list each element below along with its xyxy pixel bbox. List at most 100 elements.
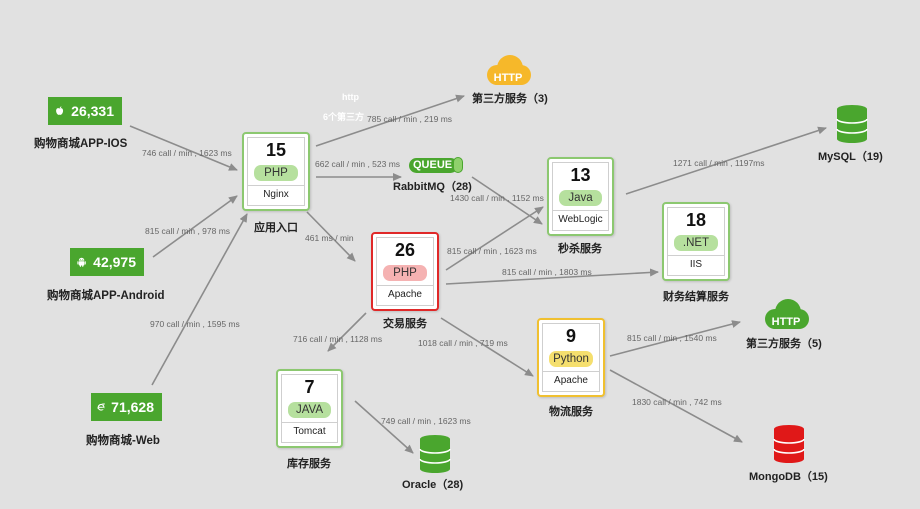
- edge-seckill-mysql[interactable]: [625, 126, 827, 195]
- divider: [281, 422, 338, 423]
- service-server: Nginx: [263, 189, 289, 200]
- client-ios-label: 购物商城APP-IOS: [34, 138, 128, 150]
- edge-label: 1271 call / min , 1197ms: [673, 158, 765, 168]
- service-node-frame: [247, 137, 305, 206]
- edge-label: 461 ms / min: [305, 233, 354, 243]
- edge-label: 815 call / min , 1623 ms: [447, 246, 537, 256]
- service-count: 18: [685, 210, 707, 230]
- service-count: 9: [565, 326, 576, 346]
- client-web-label: 购物商城-Web: [86, 435, 160, 447]
- service-server: Tomcat: [293, 426, 326, 437]
- edge-label: 815 call / min , 978 ms: [145, 226, 230, 236]
- client-web-value: 71,628: [111, 399, 154, 415]
- client-android-label: 购物商城APP-Android: [47, 290, 165, 302]
- service-node-trade[interactable]: 26 PHP Apache: [371, 232, 439, 311]
- http-badge-text: HTTP: [494, 72, 523, 84]
- service-label-trade: 交易服务: [383, 318, 427, 330]
- edge-logistics-mongo[interactable]: [609, 369, 743, 443]
- service-node-logistics[interactable]: 9 Python Apache: [537, 318, 605, 397]
- edge-trade-finance[interactable]: [445, 268, 659, 285]
- service-language: PHP: [254, 165, 298, 181]
- http-cloud-icon: HTTP: [765, 299, 809, 329]
- queue-icon[interactable]: QUEUE: [409, 158, 459, 173]
- edge-label: 749 call / min , 1623 ms: [381, 416, 471, 426]
- edge-label: 1430 call / min , 1152 ms: [450, 193, 544, 203]
- edge-android-entry[interactable]: [152, 195, 238, 258]
- database-icon: [836, 105, 868, 143]
- client-android-badge[interactable]: 42,975: [70, 248, 144, 276]
- external-http-1[interactable]: HTTP: [484, 54, 532, 93]
- service-server: Apache: [388, 289, 422, 300]
- service-node-frame: [542, 323, 600, 392]
- service-node-frame: [552, 162, 609, 231]
- divider: [552, 210, 609, 211]
- service-count: 7: [304, 377, 315, 397]
- external-mongodb-label: MongoDB（15): [749, 471, 828, 483]
- http-cloud-icon: HTTP: [487, 55, 531, 85]
- database-icon: [773, 425, 805, 463]
- external-http-2[interactable]: HTTP: [762, 298, 810, 337]
- service-count: 15: [265, 140, 287, 160]
- edge-web-entry[interactable]: [151, 213, 248, 386]
- external-mongodb[interactable]: [773, 424, 805, 469]
- service-language: .NET: [674, 235, 718, 251]
- external-mysql-label: MySQL（19): [818, 151, 883, 163]
- service-label-finance: 财务结算服务: [663, 291, 729, 303]
- service-server: WebLogic: [558, 214, 603, 225]
- client-android-value: 42,975: [93, 254, 136, 270]
- external-mysql[interactable]: [836, 104, 868, 149]
- android-icon: [77, 257, 86, 267]
- divider: [542, 371, 600, 372]
- client-ios-badge[interactable]: 26,331: [48, 97, 122, 125]
- external-http-2-label: 第三方服务（5): [746, 338, 822, 350]
- external-oracle-label: Oracle（28): [402, 479, 464, 491]
- edge-logistics-http2[interactable]: [609, 320, 741, 357]
- edge-trade-logistics[interactable]: [440, 317, 534, 377]
- service-label-seckill: 秒杀服务: [558, 243, 602, 255]
- service-language: Python: [549, 351, 593, 367]
- service-language: PHP: [383, 265, 427, 281]
- database-icon: [419, 435, 451, 473]
- edge-label: 746 call / min , 1623 ms: [142, 148, 232, 158]
- edge-label: 716 call / min , 1128 ms: [293, 334, 382, 344]
- service-language: Java: [559, 190, 602, 206]
- edge-trade-seckill[interactable]: [445, 206, 544, 271]
- http-badge-text: HTTP: [772, 316, 801, 328]
- external-oracle[interactable]: [419, 434, 451, 479]
- service-node-frame: [281, 374, 338, 443]
- service-node-entry[interactable]: 15 PHP Nginx: [242, 132, 310, 211]
- edge-ios-entry[interactable]: [129, 125, 238, 171]
- divider: [667, 255, 725, 256]
- ie-icon: [97, 403, 106, 411]
- service-node-finance[interactable]: 18 .NET IIS: [662, 202, 730, 281]
- edge-entry-http1[interactable]: [315, 94, 465, 147]
- edge-stock-oracle[interactable]: [354, 400, 414, 454]
- edge-label: 1018 call / min , 719 ms: [418, 338, 508, 348]
- external-rabbit-label: RabbitMQ（28): [393, 181, 472, 193]
- service-label-stock: 库存服务: [287, 458, 331, 470]
- client-web-badge[interactable]: 71,628: [91, 393, 162, 421]
- edge-entry-trade[interactable]: [306, 211, 356, 262]
- service-node-stock[interactable]: 7 JAVA Tomcat: [276, 369, 343, 448]
- service-server: IIS: [689, 259, 703, 270]
- edge-label: 815 call / min , 1803 ms: [502, 267, 592, 277]
- service-server: Apache: [554, 375, 588, 386]
- edge-label: 815 call / min , 1540 ms: [627, 333, 717, 343]
- service-node-frame: [376, 237, 434, 306]
- edge-label: 785 call / min , 219 ms: [367, 114, 452, 124]
- queue-badge-text: QUEUE: [413, 159, 453, 171]
- external-http-1-label: 第三方服务（3): [472, 93, 548, 105]
- service-count: 13: [570, 165, 591, 185]
- service-label-entry: 应用入口: [254, 222, 298, 234]
- edge-label: 970 call / min , 1595 ms: [150, 319, 240, 329]
- edge-trade-stock[interactable]: [327, 312, 367, 352]
- client-ios-value: 26,331: [71, 103, 114, 119]
- http-annotation-count: 6个第三方: [323, 111, 364, 122]
- service-node-seckill[interactable]: 13 Java WebLogic: [547, 157, 614, 236]
- service-label-logistics: 物流服务: [549, 406, 593, 418]
- service-count: 26: [394, 240, 416, 260]
- edge-label: 1830 call / min , 742 ms: [632, 397, 722, 407]
- service-language: JAVA: [288, 402, 331, 418]
- service-node-frame: [667, 207, 725, 276]
